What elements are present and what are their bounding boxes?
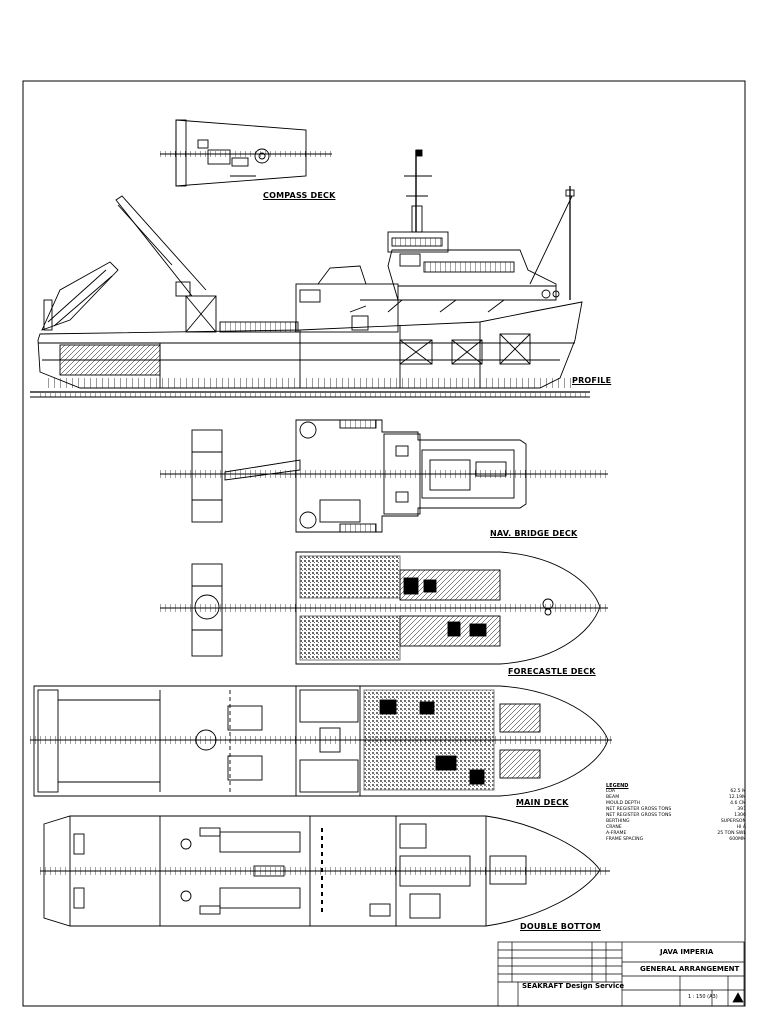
legend-row-label: MOULD DEPTH <box>606 801 640 806</box>
vessel-name: JAVA IMPERIA <box>660 948 714 956</box>
compass-deck-view <box>160 119 332 187</box>
legend-row-value: 12.19M <box>728 795 746 800</box>
legend-row-value: 62.5 M <box>730 789 746 794</box>
legend-row-label: BEAM <box>606 795 620 800</box>
double-bottom-label: DOUBLE BOTTOM <box>520 922 601 931</box>
forecastle-deck-view <box>160 551 608 665</box>
forecastle-deck-label: FORECASTLE DECK <box>508 667 596 676</box>
legend-row-label: NET REGISTER GROSS TONS <box>606 813 672 818</box>
logo-triangle-icon <box>732 992 744 1003</box>
legend-title: LEGEND <box>606 783 629 789</box>
main-deck-view <box>30 685 612 797</box>
legend-row-value: 25 TON SWL <box>717 831 746 836</box>
legend-row: CRANE HI A <box>606 825 746 831</box>
drawing-border <box>22 80 746 1007</box>
legend-row-value: 1306 <box>734 813 746 818</box>
drawing-scale: 1 : 150 (A3) <box>688 994 718 1000</box>
legend-row: NET REGISTER GROSS TONS 1306 <box>606 813 746 819</box>
legend-row: BERTHING SUPERSON <box>606 819 746 825</box>
legend-row-label: A-FRAME <box>606 831 627 836</box>
nav-bridge-deck-label: NAV. BRIDGE DECK <box>490 529 578 538</box>
legend-row: MOULD DEPTH 4.6 CM <box>606 801 746 807</box>
legend-row: LOA 62.5 M <box>606 789 746 795</box>
company-name: SEAKRAFT Design Service <box>522 982 625 990</box>
legend: LEGEND LOA 62.5 M BEAM 12.19M MOULD DEPTH 4.6… <box>606 783 746 843</box>
legend-row-value: 391 <box>737 807 746 812</box>
double-bottom-view <box>40 815 610 927</box>
legend-row: A-FRAME 25 TON SWL <box>606 831 746 837</box>
legend-row-label: CRANE <box>606 825 622 830</box>
legend-row-value: 4.6 CM <box>730 801 746 806</box>
legend-row: FRAME SPACING 600MM <box>606 837 746 843</box>
legend-row-label: LOA <box>606 789 616 794</box>
legend-row-label: NET REGISTER GROSS TONS <box>606 807 672 812</box>
nav-bridge-deck-view <box>160 419 608 533</box>
legend-row-label: BERTHING <box>606 819 630 824</box>
main-deck-label: MAIN DECK <box>516 798 569 807</box>
compass-deck-label: COMPASS DECK <box>263 191 336 200</box>
legend-row: NET REGISTER GROSS TONS 391 <box>606 807 746 813</box>
legend-row-value: SUPERSON <box>720 819 746 824</box>
title-block <box>497 941 745 1007</box>
legend-row-value: HI A <box>736 825 746 830</box>
profile-view <box>30 149 590 398</box>
legend-row-value: 600MM <box>729 837 746 842</box>
legend-row: BEAM 12.19M <box>606 795 746 801</box>
legend-row-label: FRAME SPACING <box>606 837 644 842</box>
profile-label: PROFILE <box>572 376 612 385</box>
drawing-title: GENERAL ARRANGEMENT <box>640 965 740 973</box>
